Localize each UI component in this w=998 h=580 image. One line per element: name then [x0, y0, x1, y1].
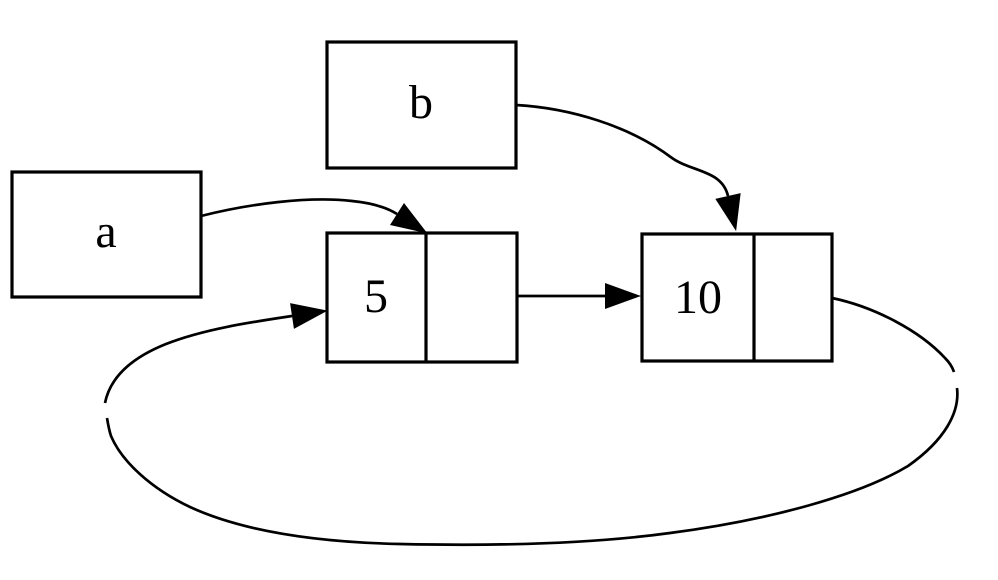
- variable-box-a: [10, 170, 203, 299]
- variable-box-b: [325, 40, 518, 170]
- list-node-10: [640, 232, 834, 363]
- node-10-value: 10: [674, 271, 722, 324]
- list-node-5: [325, 231, 519, 364]
- edge-node10-to-node5-segment-right: [831, 296, 956, 373]
- edge-b-to-node10: [515, 103, 741, 232]
- edge-node10-to-node5-segment-bottom: [105, 387, 959, 547]
- node-5-value: 5: [364, 270, 388, 323]
- variable-b-label: b: [409, 76, 433, 129]
- edge-node10-to-node5-segment-arrow: [103, 303, 328, 404]
- edge-a-to-node5: [200, 198, 428, 234]
- variable-a-label: a: [95, 205, 116, 258]
